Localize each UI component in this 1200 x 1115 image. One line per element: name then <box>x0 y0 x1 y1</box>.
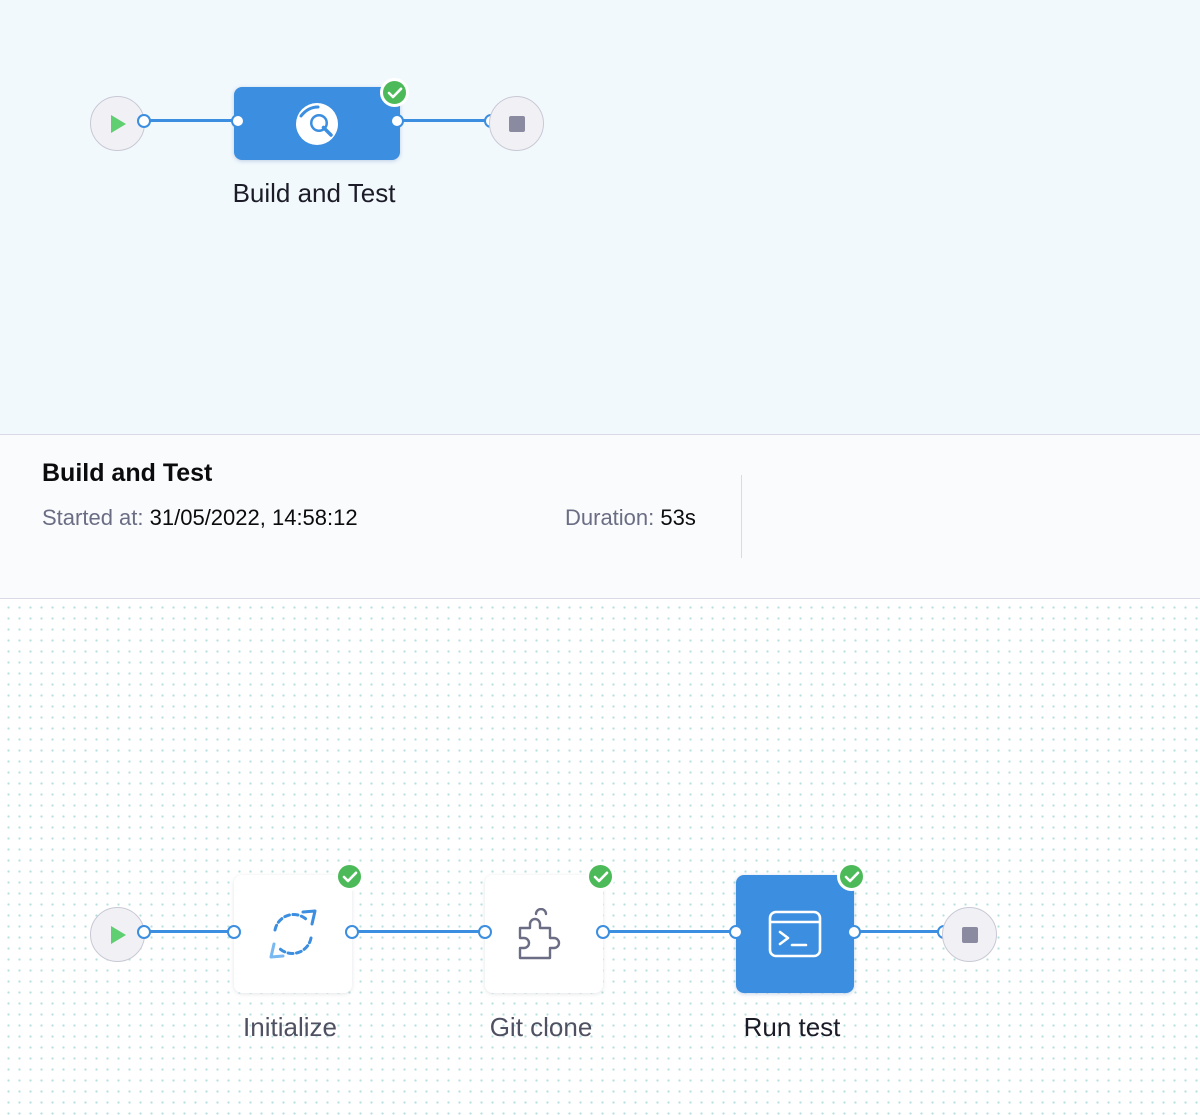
stage-details-panel: Build and Test Started at: 31/05/2022, 1… <box>0 434 1200 599</box>
step-2-out-port <box>596 925 610 939</box>
play-icon <box>110 925 126 944</box>
started-at-value: 31/05/2022, 14:58:12 <box>149 505 358 530</box>
stage-end-node <box>489 96 544 151</box>
step-1-label: Initialize <box>243 1012 337 1042</box>
step-3-out-port <box>847 925 861 939</box>
step-edge-start <box>145 930 235 933</box>
check-icon <box>844 871 859 882</box>
stage-out-port <box>390 114 404 128</box>
step-2-in-port <box>478 925 492 939</box>
started-at-field: Started at: 31/05/2022, 14:58:12 <box>42 505 358 531</box>
step-1-in-port <box>227 925 241 939</box>
stage-edge-start <box>145 119 239 122</box>
duration-label: Duration: <box>565 505 655 530</box>
step-edge-2-3 <box>604 930 736 933</box>
refresh-icon <box>269 909 317 959</box>
duration-value: 53s <box>660 505 696 530</box>
stage-in-port <box>231 114 245 128</box>
stage-node-label: Build and Test <box>232 178 396 208</box>
stop-icon <box>961 926 978 943</box>
ci-stage-icon <box>296 102 338 145</box>
terminal-icon <box>768 910 822 958</box>
step-1-out-port <box>345 925 359 939</box>
check-icon <box>387 87 402 98</box>
step-node-run-test[interactable] <box>736 875 854 993</box>
details-divider <box>741 475 742 558</box>
step-graph-panel: Initialize Git clone Run test <box>0 599 1200 1115</box>
step-end-node <box>942 907 997 962</box>
play-icon <box>110 114 126 133</box>
step-node-git-clone[interactable] <box>485 875 603 993</box>
stage-graph-panel: Build and Test <box>0 0 1200 434</box>
step-start-node <box>90 907 145 962</box>
stage-start-port <box>137 114 151 128</box>
stage-success-badge <box>380 78 409 107</box>
puzzle-icon <box>518 908 561 960</box>
check-icon <box>593 871 608 882</box>
check-icon <box>342 871 357 882</box>
started-at-label: Started at: <box>42 505 144 530</box>
duration-field: Duration: 53s <box>565 505 696 531</box>
step-3-in-port <box>729 925 743 939</box>
stage-edge-end <box>398 119 491 122</box>
step-2-label: Git clone <box>489 1012 593 1042</box>
step-edge-end <box>855 930 945 933</box>
step-3-success-badge <box>837 862 866 891</box>
step-start-port <box>137 925 151 939</box>
step-edge-1-2 <box>353 930 486 933</box>
step-3-label: Run test <box>743 1012 841 1042</box>
step-1-success-badge <box>335 862 364 891</box>
step-2-success-badge <box>586 862 615 891</box>
stage-start-node <box>90 96 145 151</box>
stage-details-title: Build and Test <box>42 459 213 487</box>
stop-icon <box>508 115 525 132</box>
step-node-initialize[interactable] <box>234 875 352 993</box>
stage-node-build-and-test[interactable] <box>234 87 400 160</box>
